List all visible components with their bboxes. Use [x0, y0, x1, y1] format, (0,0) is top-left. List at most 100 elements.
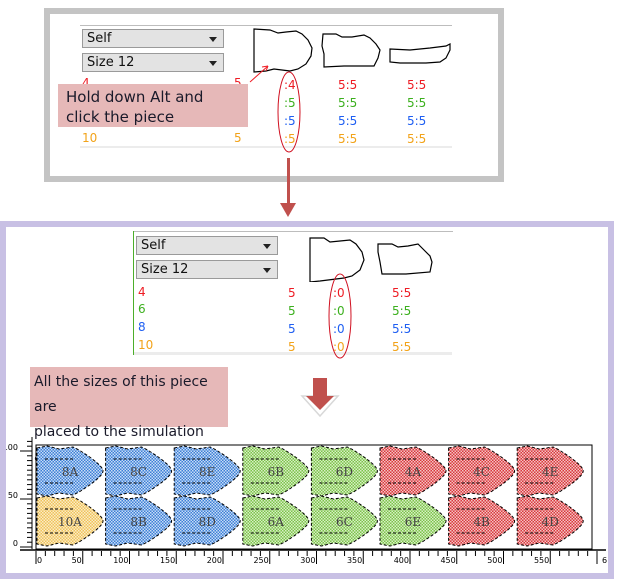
piece-10A[interactable]: 10A [36, 495, 104, 547]
piece-4E[interactable]: 4E [516, 445, 584, 497]
piece-outline [242, 495, 310, 547]
x-tick-label: 450 [440, 556, 455, 565]
style-dropdown[interactable]: Self [82, 29, 224, 48]
x-tick-label: 500 [487, 556, 502, 565]
piece-label: 8B [130, 515, 147, 529]
piece-label: 8C [130, 465, 147, 479]
divider [134, 352, 452, 355]
y-tick-label: 100 [6, 443, 18, 452]
size-label-4: 4 [138, 285, 146, 299]
x-tick-label: 400 [394, 556, 409, 565]
piece-8C[interactable]: 8C [105, 445, 173, 497]
piece2-count-10: 5:5 [392, 340, 412, 354]
piece-4D[interactable]: 4D [516, 495, 584, 547]
piece-outline [379, 445, 447, 497]
chevron-down-icon [209, 37, 217, 42]
piece-6B[interactable]: 6B [242, 445, 310, 497]
divider [80, 25, 452, 26]
piece-thumbnail-3[interactable] [389, 43, 451, 64]
piece1-count-4: :4 [284, 78, 296, 92]
piece3-count-6: 5:5 [407, 96, 427, 110]
divider [80, 146, 452, 148]
callout-line: All the sizes of this piece are [34, 374, 208, 415]
piece1-count-6: :5 [284, 96, 296, 110]
x-tick-label: 6 [602, 556, 607, 565]
piece-outline [448, 445, 516, 497]
x-tick-label: 350 [347, 556, 362, 565]
piece-4C[interactable]: 4C [448, 445, 516, 497]
callout-line: click the piece [66, 108, 175, 126]
size-dropdown[interactable]: Size 12 [82, 53, 224, 72]
piece-8E[interactable]: 8E [173, 445, 241, 497]
piece-label: 8D [199, 515, 216, 529]
piece1-count-4: :0 [333, 286, 345, 300]
piece-label: 8A [62, 465, 79, 479]
piece-outline [173, 445, 241, 497]
divider [133, 231, 453, 232]
chevron-down-icon [263, 268, 271, 273]
piece-6A[interactable]: 6A [242, 495, 310, 547]
piece-outline [105, 495, 173, 547]
piece-8A[interactable]: 8A [36, 445, 104, 497]
qty-4: 5 [288, 286, 296, 300]
qty-10: 5 [234, 131, 242, 145]
piece-label: 4A [405, 465, 422, 479]
piece-4B[interactable]: 4B [448, 495, 516, 547]
piece-outline [173, 495, 241, 547]
size-dropdown[interactable]: Size 12 [136, 260, 278, 279]
size-dropdown-value: Size 12 [87, 55, 135, 70]
piece-thumbnails [309, 237, 433, 282]
piece1-count-8: :5 [284, 114, 296, 128]
divider [133, 231, 134, 355]
x-tick-label: 200 [207, 556, 222, 565]
piece-label: 6B [268, 465, 285, 479]
instruction-callout: Hold down Alt and click the piece [58, 84, 248, 127]
x-tick-label: 150 [160, 556, 175, 565]
piece-outline [36, 445, 104, 497]
piece-thumbnail-2[interactable] [321, 33, 381, 68]
piece-6C[interactable]: 6C [310, 495, 378, 547]
piece-thumbnail-2[interactable] [377, 243, 433, 275]
piece-outline [242, 445, 310, 497]
x-tick-label: 550 [534, 556, 549, 565]
style-dropdown[interactable]: Self [136, 236, 278, 255]
qty-8: 5 [288, 322, 296, 336]
piece2-count-4: 5:5 [392, 286, 412, 300]
qty-6: 5 [288, 304, 296, 318]
piece2-count-6: 5:5 [338, 96, 358, 110]
piece-label: 6D [336, 465, 353, 479]
style-dropdown-value: Self [141, 238, 166, 253]
piece-8D[interactable]: 8D [173, 495, 241, 547]
piece2-count-10: 5:5 [338, 132, 358, 146]
size-dropdown-value: Size 12 [141, 262, 189, 277]
piece-6D[interactable]: 6D [310, 445, 378, 497]
flow-arrow-head-icon [280, 203, 296, 217]
piece2-count-8: 5:5 [392, 322, 412, 336]
piece-thumbnails [253, 28, 451, 73]
x-tick-label: 100 [113, 556, 128, 565]
piece-outline [105, 445, 173, 497]
chevron-down-icon [209, 61, 217, 66]
down-arrow-icon [300, 378, 340, 418]
piece-label: 4C [473, 465, 490, 479]
piece3-count-10: 5:5 [407, 132, 427, 146]
chevron-down-icon [263, 244, 271, 249]
piece-8B[interactable]: 8B [105, 495, 173, 547]
y-tick-label: 0 [13, 539, 18, 548]
piece2-count-8: 5:5 [338, 114, 358, 128]
piece-4A[interactable]: 4A [379, 445, 447, 497]
piece1-count-6: :0 [333, 304, 345, 318]
piece-label: 8E [199, 465, 215, 479]
piece3-count-4: 5:5 [407, 78, 427, 92]
piece-thumbnail-1[interactable] [253, 28, 313, 73]
size-label-8: 8 [138, 320, 146, 334]
piece-label: 4D [542, 515, 559, 529]
piece1-count-10: :0 [333, 340, 345, 354]
piece1-count-10: :5 [284, 132, 296, 146]
piece-thumbnail-1[interactable] [309, 237, 365, 282]
piece-6E[interactable]: 6E [379, 495, 447, 547]
